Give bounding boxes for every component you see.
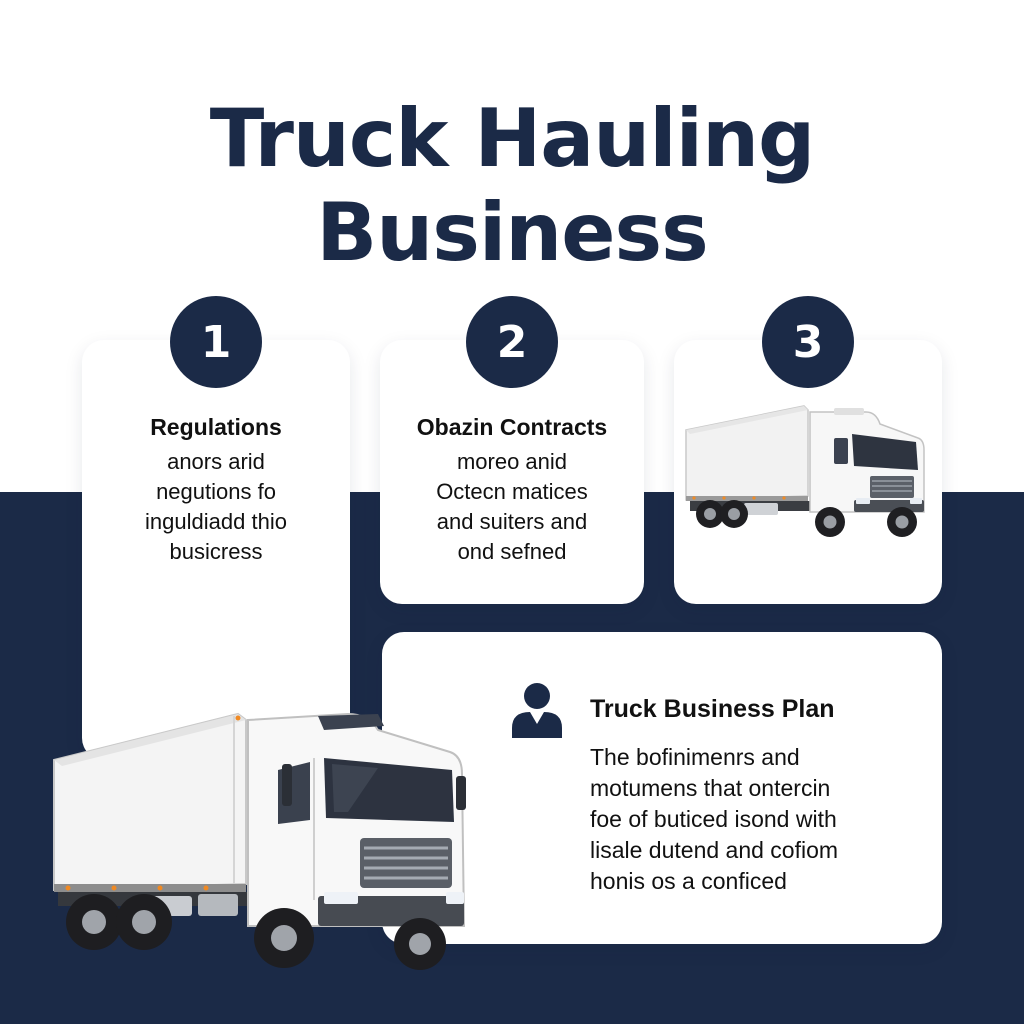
step-body-line: moreo anid xyxy=(456,449,568,474)
step-body-line: ingul​diadd thio xyxy=(145,509,287,534)
step-body-line: busicress xyxy=(169,539,263,564)
step-body-line: negutions fo xyxy=(156,479,276,504)
box-truck-illustration-small xyxy=(685,405,925,537)
business-plan-heading: Truck Business Plan xyxy=(590,695,835,723)
business-plan-body: The bofinimenrs and motumens that onterc… xyxy=(590,742,920,897)
step-number-badge-3: 3 xyxy=(762,296,854,388)
title-line-1: Truck Hauling xyxy=(209,92,816,185)
box-truck-illustration-large xyxy=(53,712,466,970)
step-body-contracts: moreo anid Octecn matices and suiters an… xyxy=(380,447,644,567)
step-heading-contracts: Obazin Contracts xyxy=(416,414,608,440)
plan-body-line: motumens that ontercin xyxy=(590,775,831,801)
plan-body-line: lisale dutend and cofiom xyxy=(590,837,839,863)
step-heading-regulations: Regulations xyxy=(150,414,282,440)
step-body-line: anors arid xyxy=(167,449,265,474)
step-number-badge-1: 1 xyxy=(170,296,262,388)
person-icon xyxy=(512,683,562,738)
step-card-regulations xyxy=(82,340,350,760)
step-body-regulations: anors arid negutions fo ingul​diadd thio… xyxy=(82,447,350,567)
page-title: Truck Hauling Business xyxy=(0,92,1024,280)
plan-body-line: foe of buticed isond with xyxy=(590,806,837,832)
plan-body-line: The bofinimenrs and xyxy=(590,744,800,770)
title-line-2: Business xyxy=(316,186,708,279)
step-number-badge-2: 2 xyxy=(466,296,558,388)
step-body-line: Octecn matices xyxy=(436,479,588,504)
step-body-line: and suiters and xyxy=(436,509,588,534)
plan-body-line: honis os a conficed xyxy=(590,868,787,894)
step-body-line: ond sefned xyxy=(457,539,567,564)
business-plan-card xyxy=(382,632,942,944)
